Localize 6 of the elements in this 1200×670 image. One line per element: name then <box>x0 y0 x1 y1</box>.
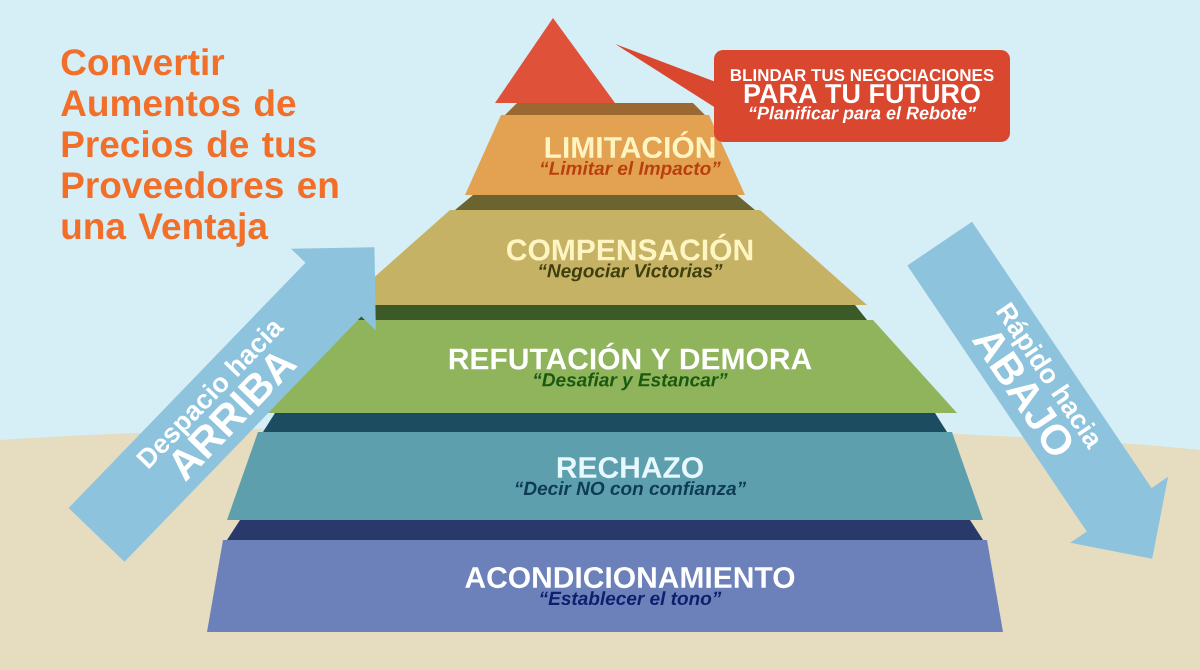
callout-tail <box>615 44 716 108</box>
pyramid-tier: COMPENSACIÓN “Negociar Victorias” <box>343 195 867 305</box>
pyramid-tier: ACONDICIONAMIENTO “Establecer el tono” <box>207 520 1003 632</box>
title: Convertir Aumentos de Precios de tus Proveedores en una Ventaja <box>61 48 338 247</box>
pyramid-top <box>495 18 615 103</box>
pyramid-tier: LIMITACIÓN “Limitar el Impacto” <box>465 103 745 195</box>
